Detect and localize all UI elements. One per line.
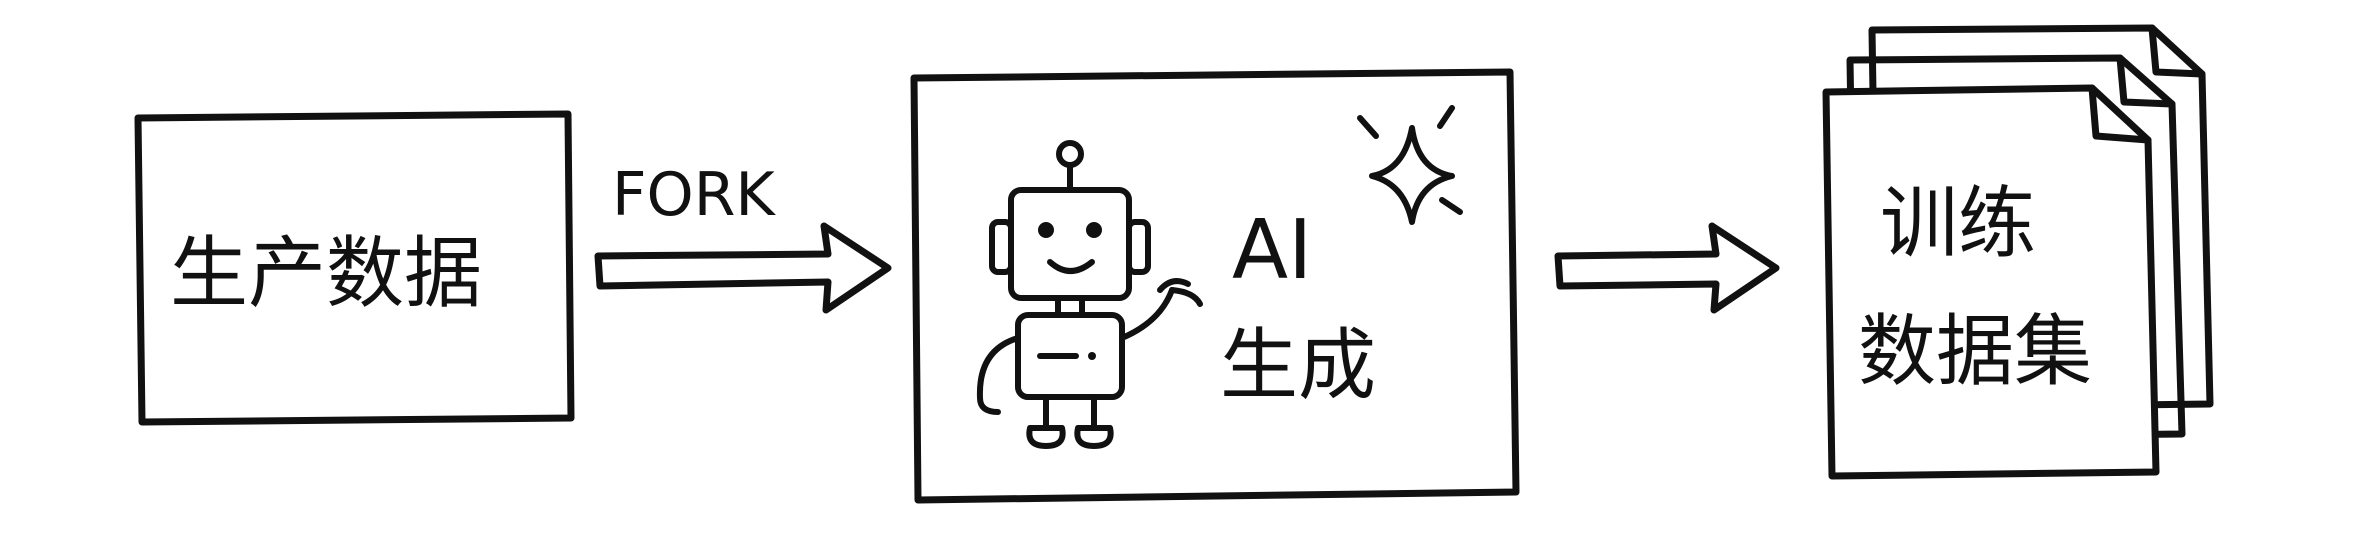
output-arrow-shape <box>1554 222 1780 314</box>
training-label: 训练 <box>1880 179 2036 269</box>
robot-icon <box>976 140 1203 449</box>
training-dataset-box: 训练 数据集 <box>1858 179 2092 397</box>
ai-generation-box: AI 生成 <box>910 68 1520 504</box>
fork-arrow-shape <box>594 222 892 314</box>
stacked-documents-icon <box>1822 24 2214 480</box>
source-data-box: 生产数据 <box>134 110 575 426</box>
source-data-label: 生产数据 <box>170 229 482 319</box>
generate-label: 生成 <box>1220 321 1376 411</box>
ai-label: AI <box>1232 203 1312 298</box>
fork-arrow: FORK <box>594 160 892 314</box>
output-arrow <box>1554 222 1780 314</box>
sparkle-icon <box>1357 105 1463 225</box>
dataset-label: 数据集 <box>1858 307 2092 397</box>
fork-label: FORK <box>612 160 776 230</box>
